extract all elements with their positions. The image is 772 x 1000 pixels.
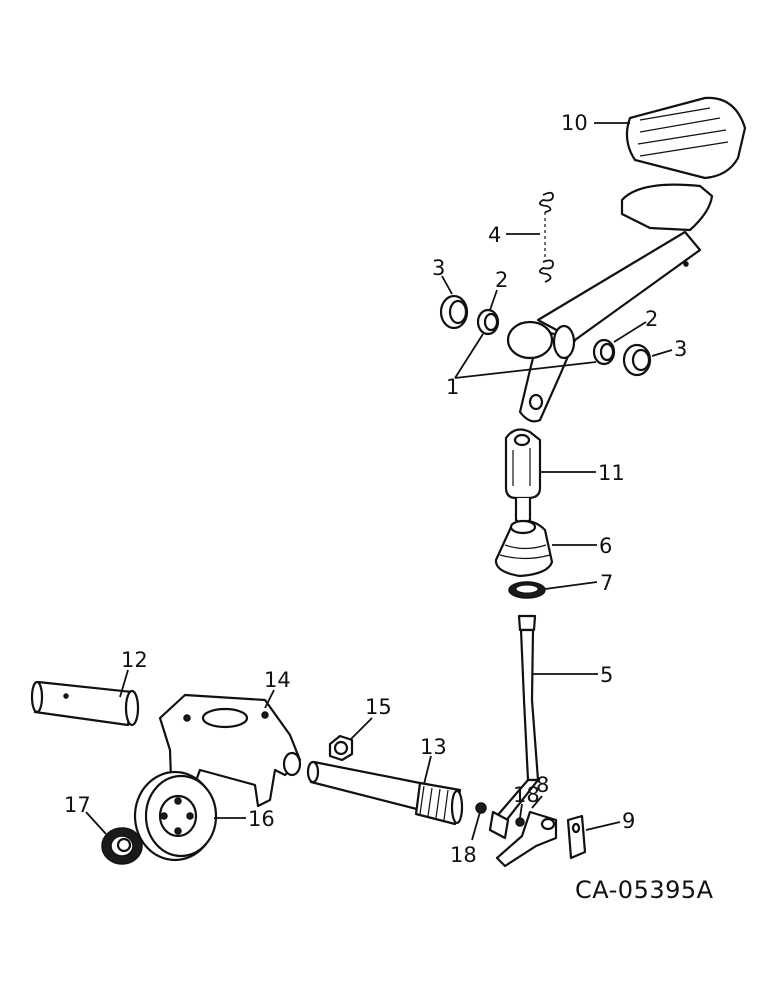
part-pulley xyxy=(133,770,218,862)
part-bushing-left xyxy=(439,294,500,336)
part-seal-ring xyxy=(508,581,546,599)
leader-lines xyxy=(85,122,673,841)
callout-4: 4 xyxy=(488,223,501,247)
part-pedal-pad xyxy=(625,96,747,180)
callout-1: 1 xyxy=(446,375,459,399)
part-shaft xyxy=(30,680,140,727)
callout-18-lower: 18 xyxy=(450,843,477,867)
part-key xyxy=(566,814,587,860)
callout-14: 14 xyxy=(264,668,291,692)
part-boot xyxy=(494,519,554,578)
part-nut xyxy=(328,734,354,762)
callout-5: 5 xyxy=(600,663,613,687)
part-spring xyxy=(538,191,554,283)
callout-9: 9 xyxy=(622,809,635,833)
callout-11: 11 xyxy=(598,461,625,485)
part-lever xyxy=(495,810,558,868)
part-rod xyxy=(488,614,540,840)
part-splined-shaft xyxy=(306,760,464,826)
callout-3-right: 3 xyxy=(674,337,687,361)
callout-7: 7 xyxy=(600,571,613,595)
callout-8: 8 xyxy=(536,773,549,797)
part-pedal-arm xyxy=(506,183,714,423)
callout-16: 16 xyxy=(248,807,275,831)
callout-3-left: 3 xyxy=(432,256,445,280)
callout-17: 17 xyxy=(64,793,91,817)
callout-12: 12 xyxy=(121,648,148,672)
callout-13: 13 xyxy=(420,735,447,759)
part-bearing xyxy=(101,827,143,865)
callout-6: 6 xyxy=(599,534,612,558)
drawing-code: CA-05395A xyxy=(575,876,714,904)
part-clevis xyxy=(504,428,542,525)
callout-labels: 10 4 3 2 2 3 1 11 6 7 5 12 14 15 13 8 18… xyxy=(64,111,687,867)
callout-15: 15 xyxy=(365,695,392,719)
part-bushing-right xyxy=(592,338,652,377)
callout-2-right: 2 xyxy=(645,307,658,331)
callout-18-upper: 18 xyxy=(513,783,540,807)
callout-2-left: 2 xyxy=(495,268,508,292)
callout-10: 10 xyxy=(561,111,588,135)
